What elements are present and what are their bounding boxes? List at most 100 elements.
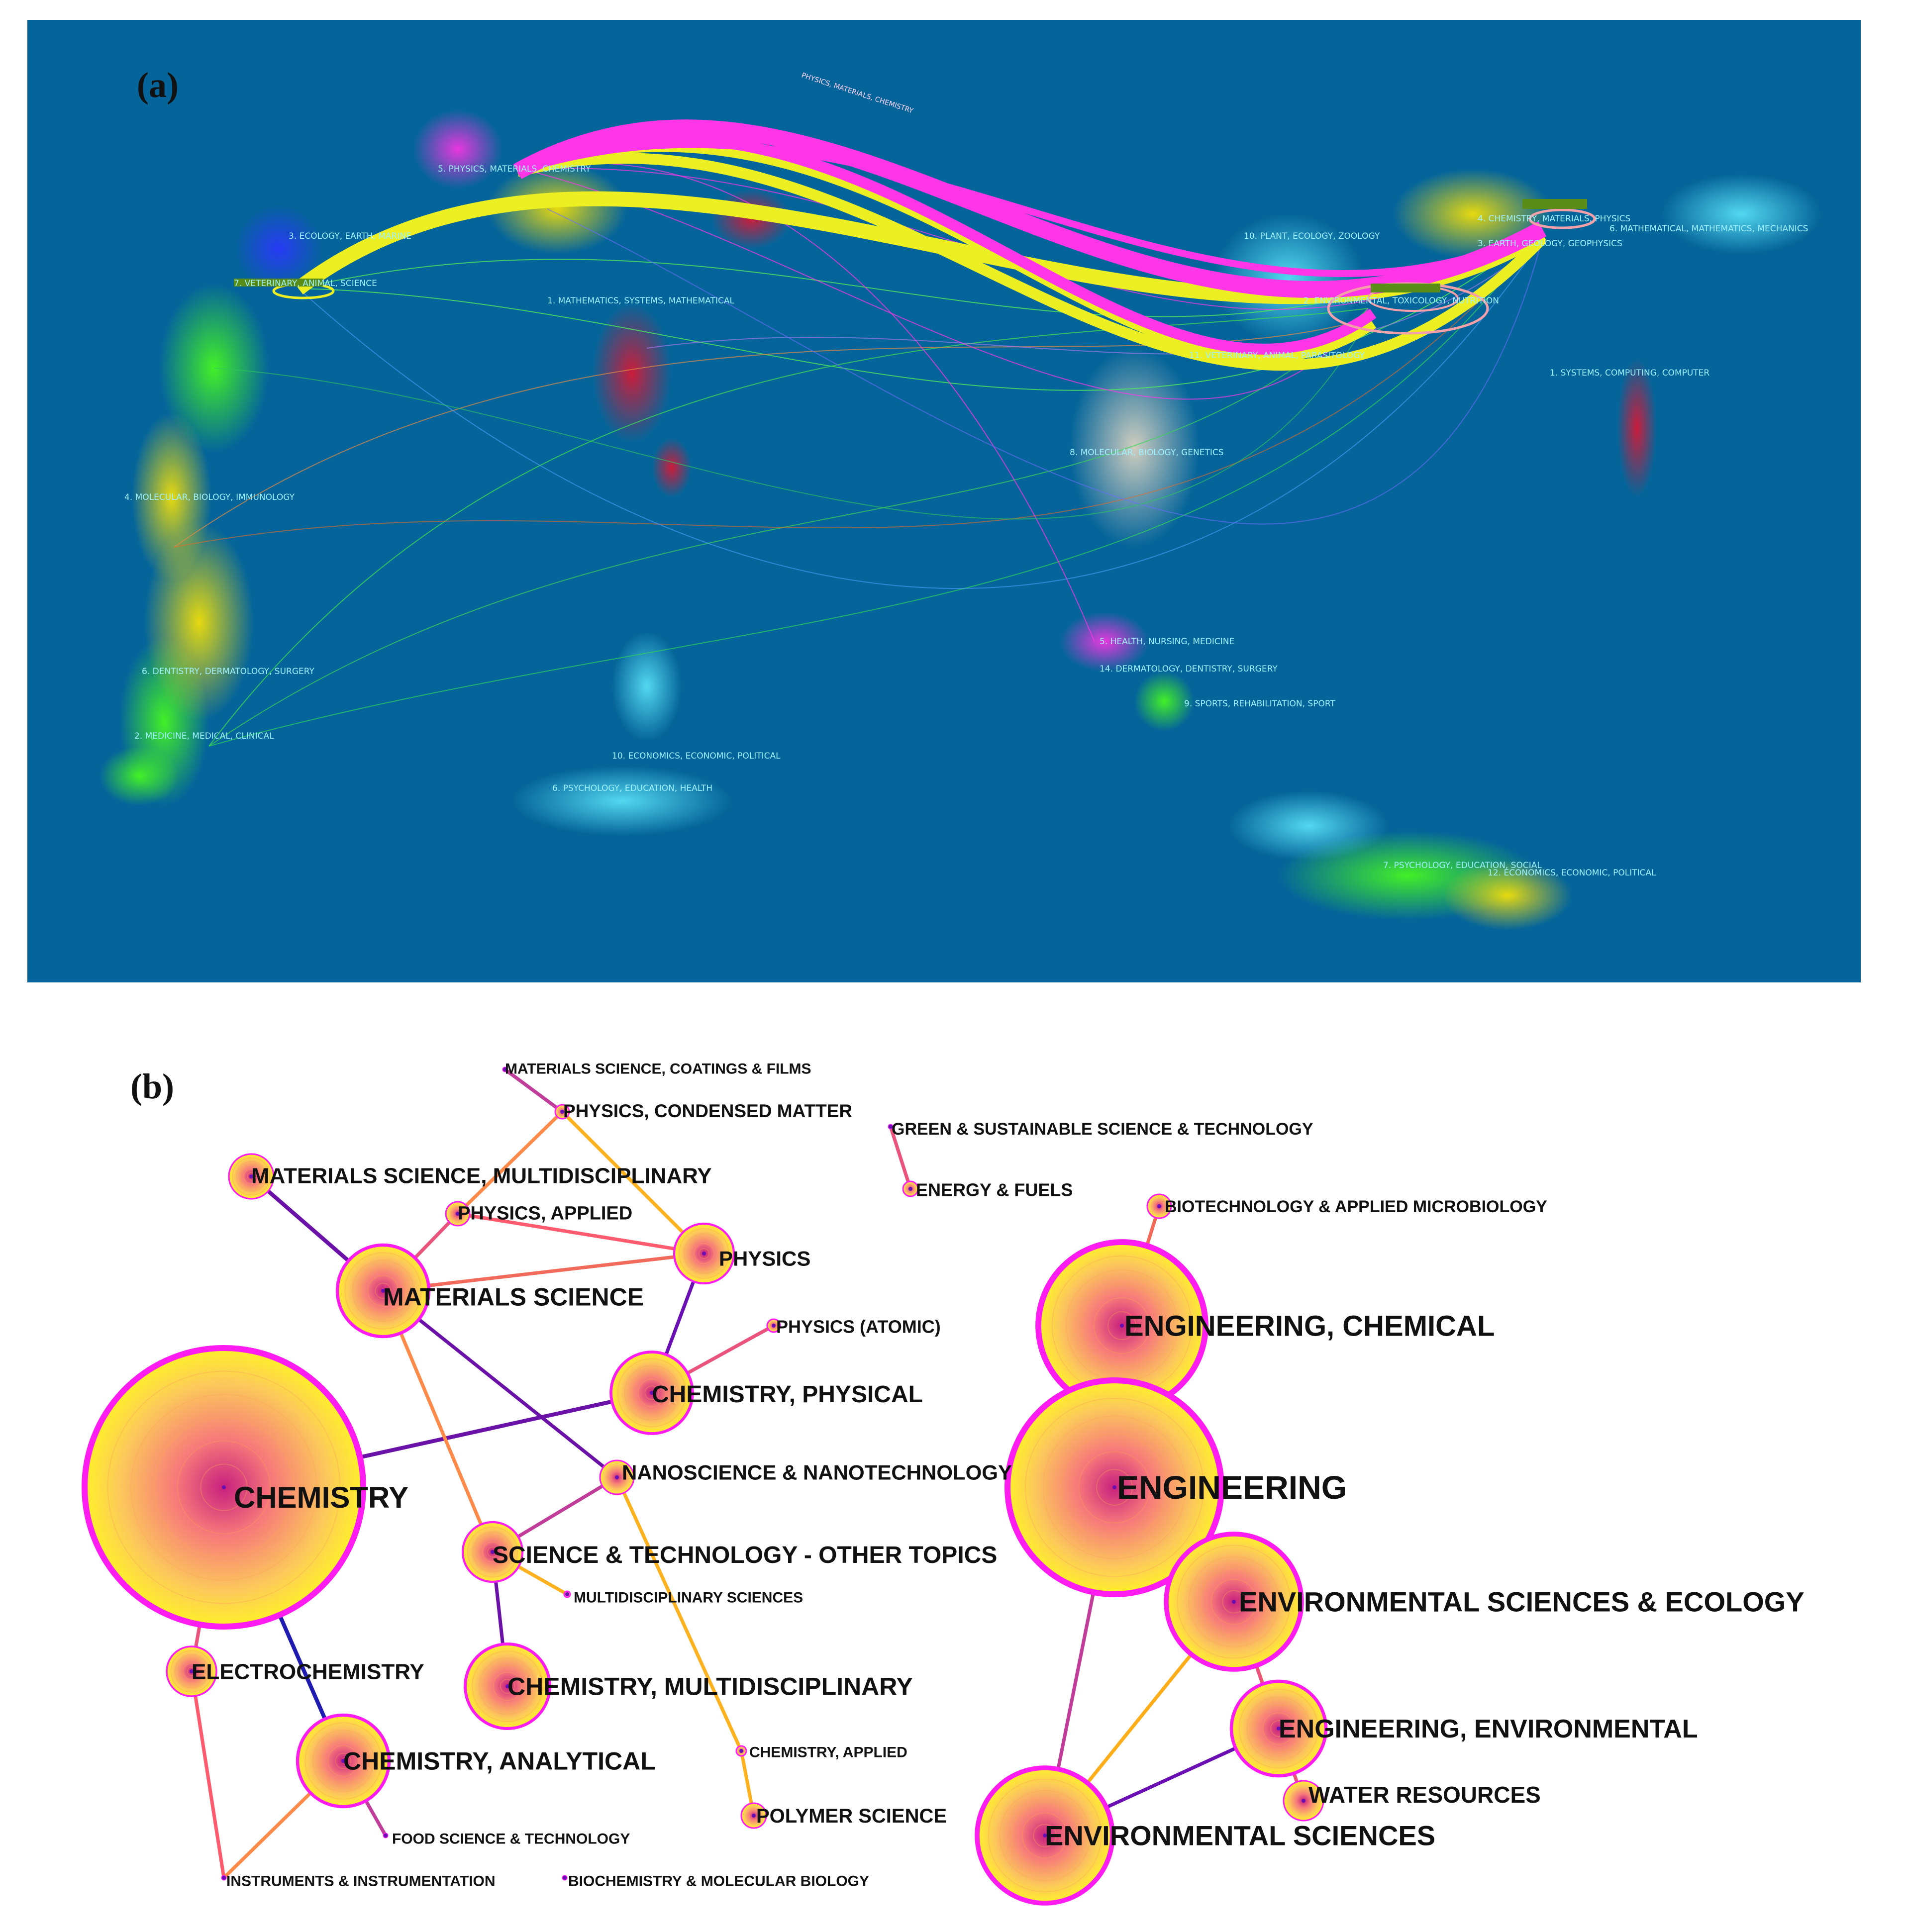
node-ring — [1270, 1720, 1287, 1737]
node-ring — [988, 1778, 1102, 1893]
cluster-label: 10. ECONOMICS, ECONOMIC, POLITICAL — [612, 751, 781, 761]
node-ring — [335, 1752, 352, 1769]
node-label: NANOSCIENCE & NANOTECHNOLOGY — [622, 1461, 1012, 1484]
cluster-label: 6. MATHEMATICAL, MATHEMATICS, MECHANICS — [1609, 224, 1808, 234]
node-ring — [239, 1164, 263, 1188]
node-label: PHYSICS — [719, 1247, 810, 1270]
node-ring — [320, 1738, 367, 1784]
node-center — [1157, 1204, 1161, 1208]
node-label: POLYMER SCIENCE — [756, 1805, 947, 1827]
cluster-label: 4. MOLECULAR, BIOLOGY, IMMUNOLOGY — [124, 492, 295, 502]
cluster-label: 7. VETERINARY, ANIMAL, SCIENCE — [234, 279, 377, 289]
node-ring — [486, 1664, 529, 1708]
node-ring — [1024, 1397, 1204, 1577]
network-edge — [456, 1110, 564, 1216]
node-center — [889, 1125, 893, 1129]
node-ring — [1238, 1688, 1319, 1769]
node-ring — [689, 1238, 719, 1269]
node-ring — [154, 1417, 294, 1557]
node-ring — [999, 1790, 1091, 1881]
node-label: PHYSICS, APPLIED — [458, 1203, 632, 1224]
node-label: WATER RESOURCES — [1308, 1782, 1541, 1808]
node-center — [1120, 1324, 1124, 1328]
node-center — [1232, 1600, 1236, 1604]
node-ring — [1262, 1712, 1295, 1745]
node-center — [702, 1252, 706, 1256]
network-nodes — [82, 1066, 1328, 1906]
node-ring — [500, 1678, 515, 1694]
node-center — [565, 1592, 569, 1596]
node-center — [222, 1876, 226, 1880]
node-ring — [1033, 1824, 1057, 1847]
node-center — [505, 1684, 509, 1688]
node-center — [222, 1485, 226, 1489]
node-ring — [1210, 1578, 1257, 1625]
node-ring — [482, 1542, 503, 1562]
cluster-label: 9. SPORTS, REHABILITATION, SPORT — [1184, 699, 1335, 709]
node-ring — [477, 1537, 508, 1567]
node-ring — [624, 1365, 680, 1421]
node-ring — [367, 1275, 399, 1307]
node-label: CHEMISTRY, MULTIDISCIPLINARY — [507, 1673, 913, 1701]
node-ring — [1010, 1801, 1079, 1870]
cluster-label: 4. CHEMISTRY, MATERIALS, PHYSICS — [1478, 214, 1630, 224]
cluster-label: 3. EARTH, GEOLOGY, GEOPHYSICS — [1478, 239, 1622, 249]
node-label: GREEN & SUSTAINABLE SCIENCE & TECHNOLOGY — [892, 1120, 1313, 1139]
node-ring — [1042, 1415, 1187, 1559]
node-ring — [699, 1248, 709, 1259]
network-edge — [503, 1067, 564, 1114]
node-ring — [472, 1650, 543, 1722]
node-ring — [694, 1243, 714, 1264]
node-label: PHYSICS (ATOMIC) — [776, 1317, 941, 1337]
node-center — [739, 1749, 743, 1753]
node-ring — [183, 1662, 201, 1680]
node-center — [249, 1174, 253, 1178]
node-ring — [617, 1358, 687, 1428]
node-label: ENERGY & FUELS — [916, 1180, 1073, 1200]
panel-b-letter: (b) — [130, 1066, 174, 1106]
node-ring — [243, 1168, 259, 1184]
node-center — [456, 1212, 460, 1216]
node-label: FOOD SCIENCE & TECHNOLOGY — [392, 1831, 630, 1847]
cluster-label: 1. SYSTEMS, COMPUTING, COMPUTER — [1550, 368, 1709, 378]
node-ring — [1078, 1451, 1151, 1524]
node-ring — [637, 1378, 666, 1407]
cluster-label: 6. DENTISTRY, DERMATOLOGY, SURGERY — [142, 667, 314, 676]
node-ring — [1254, 1704, 1303, 1753]
node-ring — [1080, 1283, 1164, 1368]
node-center — [341, 1759, 345, 1763]
right-map-clusters — [1060, 169, 1821, 930]
thin-citation-links — [174, 162, 1543, 747]
node-ring — [344, 1252, 422, 1330]
node-label: ELECTROCHEMISTRY — [192, 1659, 424, 1684]
node-center — [1043, 1834, 1047, 1837]
node-label: ENGINEERING, ENVIRONMENTAL — [1279, 1715, 1698, 1743]
node-label: CHEMISTRY, APPLIED — [749, 1744, 907, 1761]
node-ring — [200, 1463, 248, 1511]
cluster-label: 1. MATHEMATICS, SYSTEMS, MATHEMATICAL — [547, 296, 734, 306]
node-center — [615, 1475, 619, 1479]
network-edge — [560, 1110, 706, 1256]
node-ring — [1021, 1812, 1068, 1859]
node-ring — [631, 1372, 673, 1414]
node-ring — [130, 1394, 317, 1581]
node-label: BIOTECHNOLOGY & APPLIED MICROBIOLOGY — [1165, 1197, 1547, 1216]
node-ring — [304, 1722, 382, 1800]
node-center — [650, 1391, 654, 1395]
node-center — [772, 1324, 776, 1328]
node-ring — [679, 1228, 729, 1279]
node-label: SCIENCE & TECHNOLOGY - OTHER TOPICS — [493, 1542, 997, 1568]
node-center — [752, 1814, 756, 1818]
cluster-label: 5. HEALTH, NURSING, MEDICINE — [1100, 637, 1234, 647]
node-center — [384, 1834, 388, 1837]
node-label: MATERIALS SCIENCE, MULTIDISCIPLINARY — [251, 1163, 712, 1188]
cluster-label: 5. PHYSICS, MATERIALS, CHEMISTRY — [438, 164, 591, 174]
cluster-label: 12. ECONOMICS, ECONOMIC, POLITICAL — [1488, 868, 1656, 878]
network-edge — [456, 1212, 706, 1256]
node-label: CHEMISTRY, PHYSICAL — [652, 1381, 923, 1408]
node-ring — [360, 1267, 406, 1314]
node-center — [503, 1067, 507, 1071]
node-label: MULTIDISCIPLINARY SCIENCES — [574, 1590, 803, 1606]
node-label: MATERIALS SCIENCE, COATINGS & FILMS — [505, 1061, 811, 1077]
